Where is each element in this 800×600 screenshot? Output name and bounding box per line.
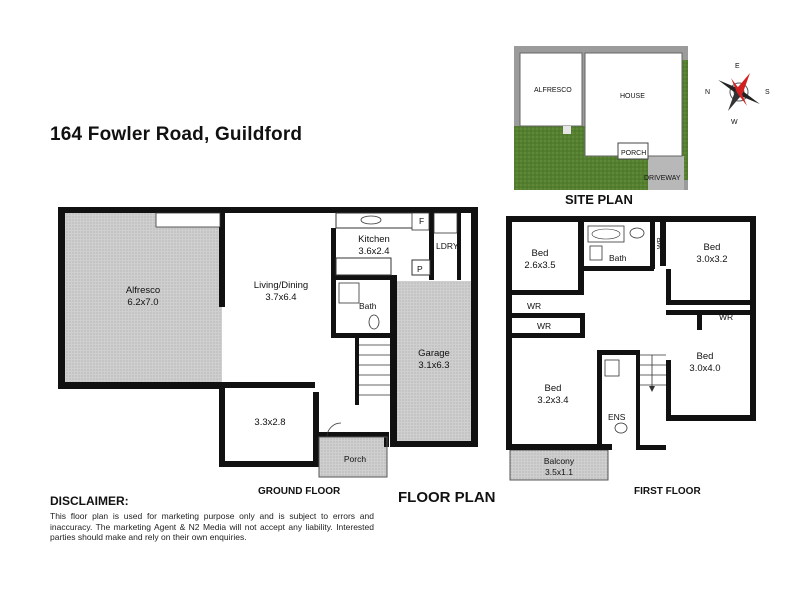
- bed1-size: 2.6x3.5: [524, 260, 555, 271]
- compass-e: E: [735, 63, 740, 70]
- bed4-size: 3.0x4.0: [689, 363, 720, 374]
- site-grass-left: [514, 126, 586, 190]
- site-plan-title: SITE PLAN: [565, 192, 633, 207]
- site-grass-front: [586, 156, 648, 190]
- laundry-label: LDRY: [436, 241, 459, 251]
- garage-name: Garage: [418, 348, 450, 359]
- site-label-alfresco: ALFRESCO: [534, 87, 572, 94]
- compass-n: N: [705, 89, 710, 96]
- study-size: 3.3x2.8: [254, 417, 285, 428]
- ground-bath-label: Bath: [359, 301, 377, 311]
- site-plan: ALFRESCO HOUSE PORCH DRIVEWAY: [514, 46, 688, 190]
- disclaimer-title: DISCLAIMER:: [50, 494, 129, 508]
- compass-icon: N S E W: [705, 63, 770, 126]
- balcony-floor: [509, 449, 609, 481]
- pantry-label: P: [417, 264, 423, 274]
- wr4-label: WR: [719, 312, 733, 322]
- site-label-house: HOUSE: [620, 93, 645, 100]
- ground-floor-title: GROUND FLOOR: [258, 486, 341, 497]
- alfresco-name: Alfresco: [126, 285, 160, 296]
- alfresco-size: 6.2x7.0: [127, 297, 158, 308]
- site-label-porch: PORCH: [621, 150, 646, 157]
- site-porch-block: [617, 142, 649, 160]
- living-size: 3.7x6.4: [265, 292, 296, 303]
- garage-size: 3.1x6.3: [418, 360, 449, 371]
- bed2-name: Bed: [704, 242, 721, 253]
- alfresco-floor: [64, 213, 222, 385]
- site-label-driveway: DRIVEWAY: [644, 175, 681, 182]
- bed3-size: 3.2x3.4: [537, 395, 568, 406]
- ground-floor-plan: Alfresco 6.2x7.0 Living/Dining 3.7x6.4 K…: [58, 207, 478, 478]
- first-floor-title: FIRST FLOOR: [634, 486, 701, 497]
- kitchen-size: 3.6x2.4: [358, 246, 389, 257]
- site-grass-side: [680, 60, 688, 180]
- first-bath-label: Bath: [609, 253, 627, 263]
- fridge-label: F: [419, 216, 424, 226]
- living-name: Living/Dining: [254, 280, 308, 291]
- balcony-name: Balcony: [544, 456, 575, 466]
- kitchen-name: Kitchen: [358, 234, 390, 245]
- site-alfresco-block: [519, 52, 583, 127]
- ensuite-label: ENS: [608, 412, 626, 422]
- site-step: [563, 126, 571, 134]
- wr2-label: WR: [527, 301, 541, 311]
- balcony-size: 3.5x1.1: [545, 467, 573, 477]
- bed3-name: Bed: [545, 383, 562, 394]
- bed4-name: Bed: [697, 351, 714, 362]
- wr3-label: WR: [537, 321, 551, 331]
- compass-s: S: [765, 89, 770, 96]
- floor-plan-title: FLOOR PLAN: [398, 489, 496, 506]
- bed2-size: 3.0x3.2: [696, 254, 727, 265]
- wr1-label: WR: [657, 237, 664, 249]
- porch-label: Porch: [344, 454, 366, 464]
- property-address: 164 Fowler Road, Guildford: [50, 124, 303, 145]
- porch-floor: [319, 437, 387, 477]
- site-house-block: [584, 52, 683, 157]
- garage-floor: [397, 281, 471, 441]
- disclaimer-text: This floor plan is used for marketing pu…: [50, 511, 374, 543]
- bed1-name: Bed: [532, 248, 549, 259]
- first-floor-plan: Bed 2.6x3.5 Bath WR Bed 3.0x3.2 WR WR WR…: [506, 216, 756, 481]
- compass-w: W: [731, 119, 738, 126]
- site-driveway: [648, 156, 684, 190]
